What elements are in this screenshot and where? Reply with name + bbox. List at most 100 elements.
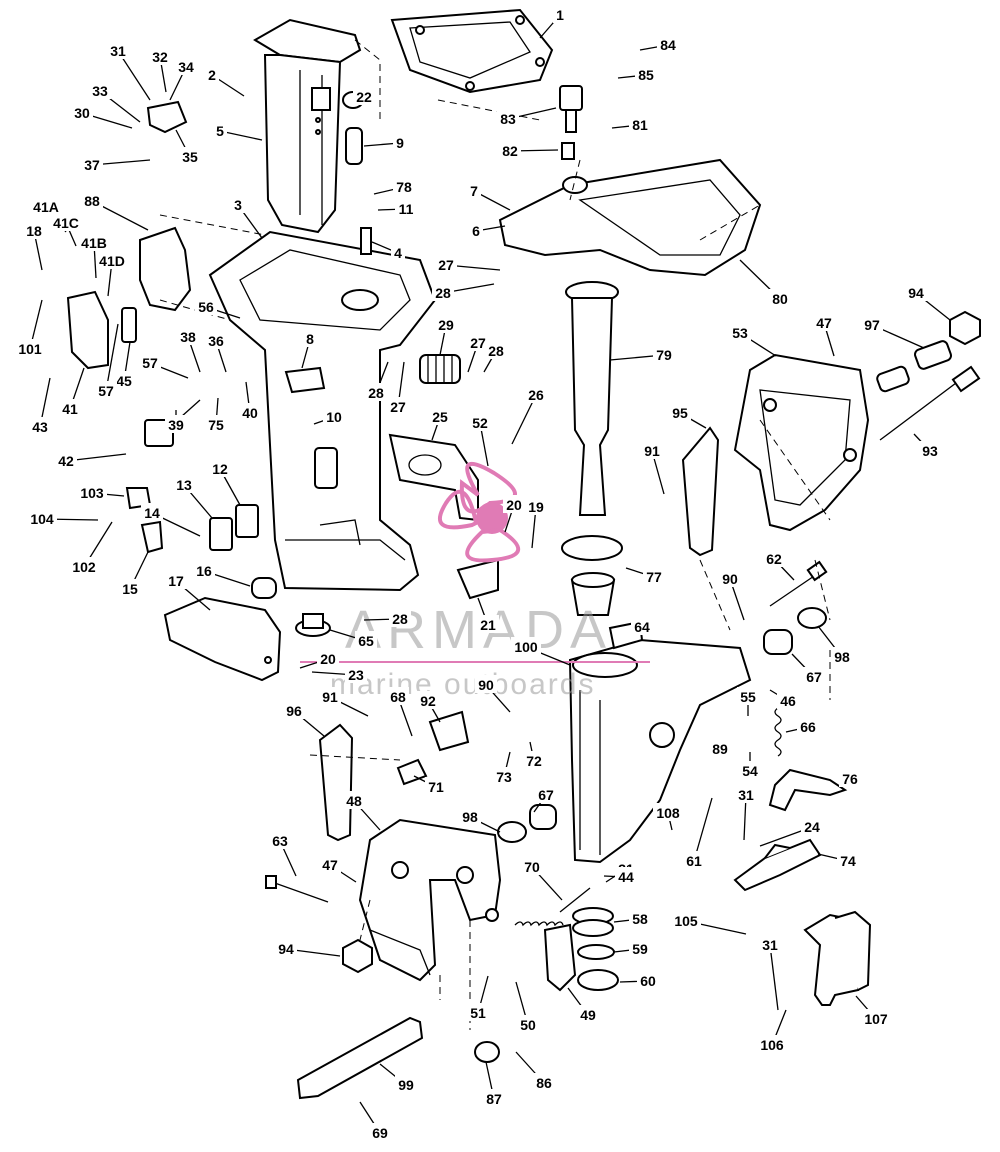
callout-label-c15: 15 bbox=[122, 581, 138, 597]
leader-line-c57b bbox=[105, 323, 119, 392]
callout-label-c106: 106 bbox=[760, 1037, 784, 1053]
callout-label-c56: 56 bbox=[198, 299, 214, 315]
leader-line-c31d bbox=[769, 944, 779, 1011]
callout-bg-c27b bbox=[387, 397, 409, 415]
callout-bg-c8 bbox=[303, 329, 317, 347]
callout-label-c78: 78 bbox=[396, 179, 412, 195]
callout-label-c94a: 94 bbox=[278, 941, 294, 957]
callout-label-c28d: 28 bbox=[392, 611, 408, 627]
part-4 bbox=[360, 227, 372, 255]
callout-label-c27a: 27 bbox=[438, 257, 454, 273]
callout-bg-c49 bbox=[577, 1005, 599, 1023]
callout-label-c45: 45 bbox=[116, 373, 132, 389]
part-exhaust-housing bbox=[253, 18, 362, 234]
callout-bg-c52 bbox=[469, 413, 491, 431]
callout-label-c90b: 90 bbox=[478, 677, 494, 693]
part-swivel-housing bbox=[568, 638, 752, 864]
callout-bg-c75 bbox=[205, 415, 227, 433]
part-drawings bbox=[66, 8, 981, 1100]
callout-label-c31d: 31 bbox=[762, 937, 778, 953]
part-41 bbox=[66, 290, 109, 370]
callout-label-c40: 40 bbox=[242, 405, 258, 421]
callout-label-c108: 108 bbox=[656, 805, 680, 821]
callout-label-c72: 72 bbox=[526, 753, 542, 769]
callout-bg-c104 bbox=[27, 509, 57, 527]
part-95 bbox=[681, 426, 720, 557]
callout-label-c48: 48 bbox=[346, 793, 362, 809]
callout-bg-c2 bbox=[205, 65, 219, 83]
callout-bg-c76 bbox=[839, 769, 861, 787]
callout-label-c71: 71 bbox=[428, 779, 444, 795]
callout-label-c47b: 47 bbox=[322, 857, 338, 873]
callout-bg-c62 bbox=[763, 549, 785, 567]
callout-label-c59: 59 bbox=[632, 941, 648, 957]
callout-bg-c55 bbox=[737, 687, 759, 705]
callout-bg-c1 bbox=[553, 5, 567, 23]
callout-label-c107: 107 bbox=[864, 1011, 888, 1027]
callout-label-c92: 92 bbox=[420, 693, 436, 709]
callout-label-c41d: 41D bbox=[99, 253, 125, 269]
callout-bg-c18 bbox=[23, 221, 45, 239]
callout-label-c24: 24 bbox=[804, 819, 820, 835]
callout-label-c93: 93 bbox=[922, 443, 938, 459]
callout-label-c20a: 20 bbox=[506, 497, 522, 513]
callout-label-c25: 25 bbox=[432, 409, 448, 425]
callout-label-c20b: 20 bbox=[320, 651, 336, 667]
callout-bg-c108 bbox=[653, 803, 683, 821]
callout-label-c95: 95 bbox=[672, 405, 688, 421]
callout-label-c85: 85 bbox=[638, 67, 654, 83]
callout-bg-c58 bbox=[629, 909, 651, 927]
callout-bg-c4 bbox=[391, 243, 405, 261]
callout-label-c64: 64 bbox=[634, 619, 650, 635]
callout-label-c67a: 67 bbox=[538, 787, 554, 803]
part-82 bbox=[561, 142, 575, 160]
callout-label-c41: 41 bbox=[62, 401, 78, 417]
part-99 bbox=[296, 1016, 424, 1100]
callout-bg-c66 bbox=[797, 717, 819, 735]
leader-line-c26 bbox=[511, 394, 537, 445]
callout-label-c35: 35 bbox=[182, 149, 198, 165]
callout-bg-c46 bbox=[777, 691, 799, 709]
callout-bg-c93 bbox=[919, 441, 941, 459]
callout-bg-c96 bbox=[283, 701, 305, 719]
callout-label-c51: 51 bbox=[470, 1005, 486, 1021]
part-25 bbox=[388, 433, 479, 522]
callout-bg-c101 bbox=[15, 339, 45, 357]
callout-label-c17: 17 bbox=[168, 573, 184, 589]
callout-label-c103: 103 bbox=[80, 485, 104, 501]
callout-label-c14: 14 bbox=[144, 505, 160, 521]
callout-bg-c84 bbox=[657, 35, 679, 53]
callout-label-c91b: 91 bbox=[322, 689, 338, 705]
callout-bg-c38 bbox=[177, 327, 199, 345]
callout-label-c98b: 98 bbox=[462, 809, 478, 825]
callout-bg-c23 bbox=[345, 665, 367, 683]
callout-label-c9: 9 bbox=[396, 135, 404, 151]
callout-labels: 1234567891011121314151617181920202122232… bbox=[15, 5, 941, 1141]
callout-label-c36: 36 bbox=[208, 333, 224, 349]
callout-bg-c72 bbox=[523, 751, 545, 769]
callout-label-c101: 101 bbox=[18, 341, 42, 357]
callout-bg-c27c bbox=[467, 333, 489, 351]
callout-bg-c80 bbox=[769, 289, 791, 307]
callout-label-c23: 23 bbox=[348, 667, 364, 683]
part-93-rod bbox=[879, 379, 961, 441]
callout-bg-c16 bbox=[193, 561, 215, 579]
callout-bg-c28b bbox=[365, 383, 387, 401]
callout-bg-c67b bbox=[803, 667, 825, 685]
callout-label-c84: 84 bbox=[660, 37, 676, 53]
part-83 bbox=[559, 85, 583, 133]
callout-label-c62: 62 bbox=[766, 551, 782, 567]
callout-label-c5: 5 bbox=[216, 123, 224, 139]
callout-label-c16: 16 bbox=[196, 563, 212, 579]
callout-bg-c74 bbox=[837, 851, 859, 869]
part-77-ring bbox=[561, 535, 623, 561]
part-63 bbox=[271, 881, 329, 903]
callout-bg-c86 bbox=[533, 1073, 555, 1091]
callout-bg-c70 bbox=[521, 857, 543, 875]
callout-label-c52: 52 bbox=[472, 415, 488, 431]
callout-bg-c25 bbox=[429, 407, 451, 425]
callout-bg-c20a bbox=[503, 495, 525, 513]
callout-label-c77: 77 bbox=[646, 569, 662, 585]
callout-bg-c90b bbox=[475, 675, 497, 693]
callout-bg-c7 bbox=[467, 181, 481, 199]
